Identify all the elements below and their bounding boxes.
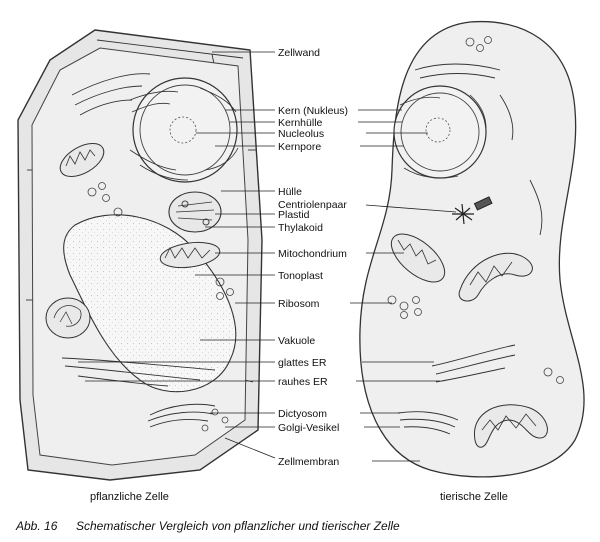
label-rauhes-er: rauhes ER [278,376,328,388]
plant-cell [17,29,263,481]
animal-dictyosom [397,411,459,435]
plant-nucleus [129,77,239,183]
plant-cell-title: pflanzliche Zelle [90,491,169,503]
label-kern: Kern (Nukleus) [278,105,348,117]
animal-mitochondrium-bottom [474,404,548,448]
animal-er [431,179,543,383]
animal-centrioles [452,196,493,225]
plant-mitochondrium-lower [45,297,91,339]
animal-mitochondrium-right [458,252,533,302]
animal-nucleus [393,85,487,179]
label-kernpore: Kernpore [278,141,321,153]
plant-mitochondrium-right [159,241,221,269]
animal-ribosomes [387,36,564,384]
plant-er-bottom [61,357,216,387]
label-golgi-vesikel: Golgi-Vesikel [278,422,339,434]
plant-mitochondrium-left [59,143,105,177]
organelle-labels: Zellwand Kern (Nukleus) Kernhülle Nucleo… [278,47,348,468]
label-dictyosom: Dictyosom [278,408,327,420]
label-mitochondrium: Mitochondrium [278,248,347,260]
plant-dictyosom [147,403,216,428]
label-vakuole: Vakuole [278,335,315,347]
label-huelle: Hülle [278,186,302,198]
plant-plastid [168,191,222,233]
label-kernhuelle: Kernhülle [278,117,323,129]
animal-cell [359,20,585,478]
animal-cell-title: tierische Zelle [440,491,508,503]
leader-lines [78,51,457,462]
figure-caption: Schematischer Vergleich von pflanzlicher… [76,519,400,533]
label-nucleolus: Nucleolus [278,128,324,140]
label-tonoplast: Tonoplast [278,270,323,282]
label-plastid: Plastid [278,209,310,221]
plant-ribosomes [87,182,234,432]
label-centriolenpaar: Centriolenpaar [278,199,347,211]
label-zellwand: Zellwand [278,47,320,59]
label-zellmembran: Zellmembran [278,456,339,468]
label-glattes-er: glattes ER [278,357,327,369]
animal-rough-er-top [414,63,514,141]
label-thylakoid: Thylakoid [278,222,323,234]
figure-number: Abb. 16 [15,519,58,533]
plant-rough-er-top [71,73,151,116]
animal-mitochondrium-left [390,233,446,283]
label-ribosom: Ribosom [278,298,320,310]
